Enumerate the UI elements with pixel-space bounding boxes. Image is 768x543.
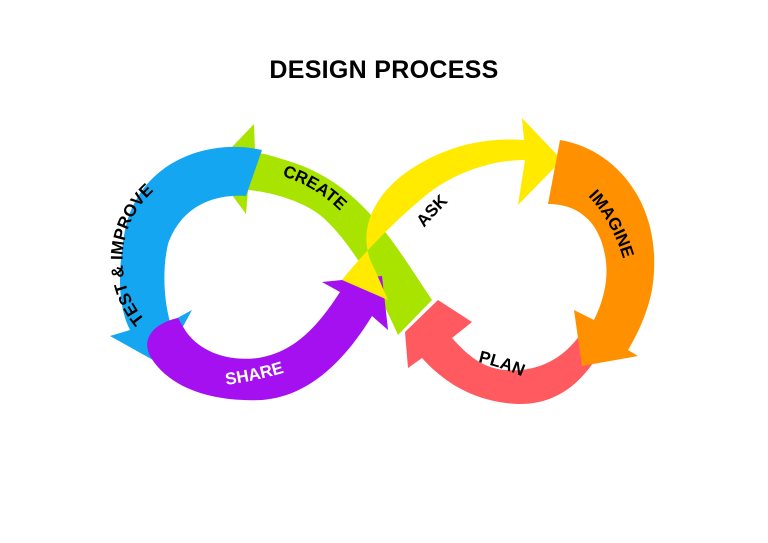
test-improve-arrow (110, 146, 262, 365)
plan-arrow (405, 300, 600, 405)
ask-arrow (342, 118, 562, 300)
page-title: DESIGN PROCESS (269, 56, 499, 84)
share-arrow (147, 276, 388, 401)
imagine-arrow (548, 140, 655, 366)
